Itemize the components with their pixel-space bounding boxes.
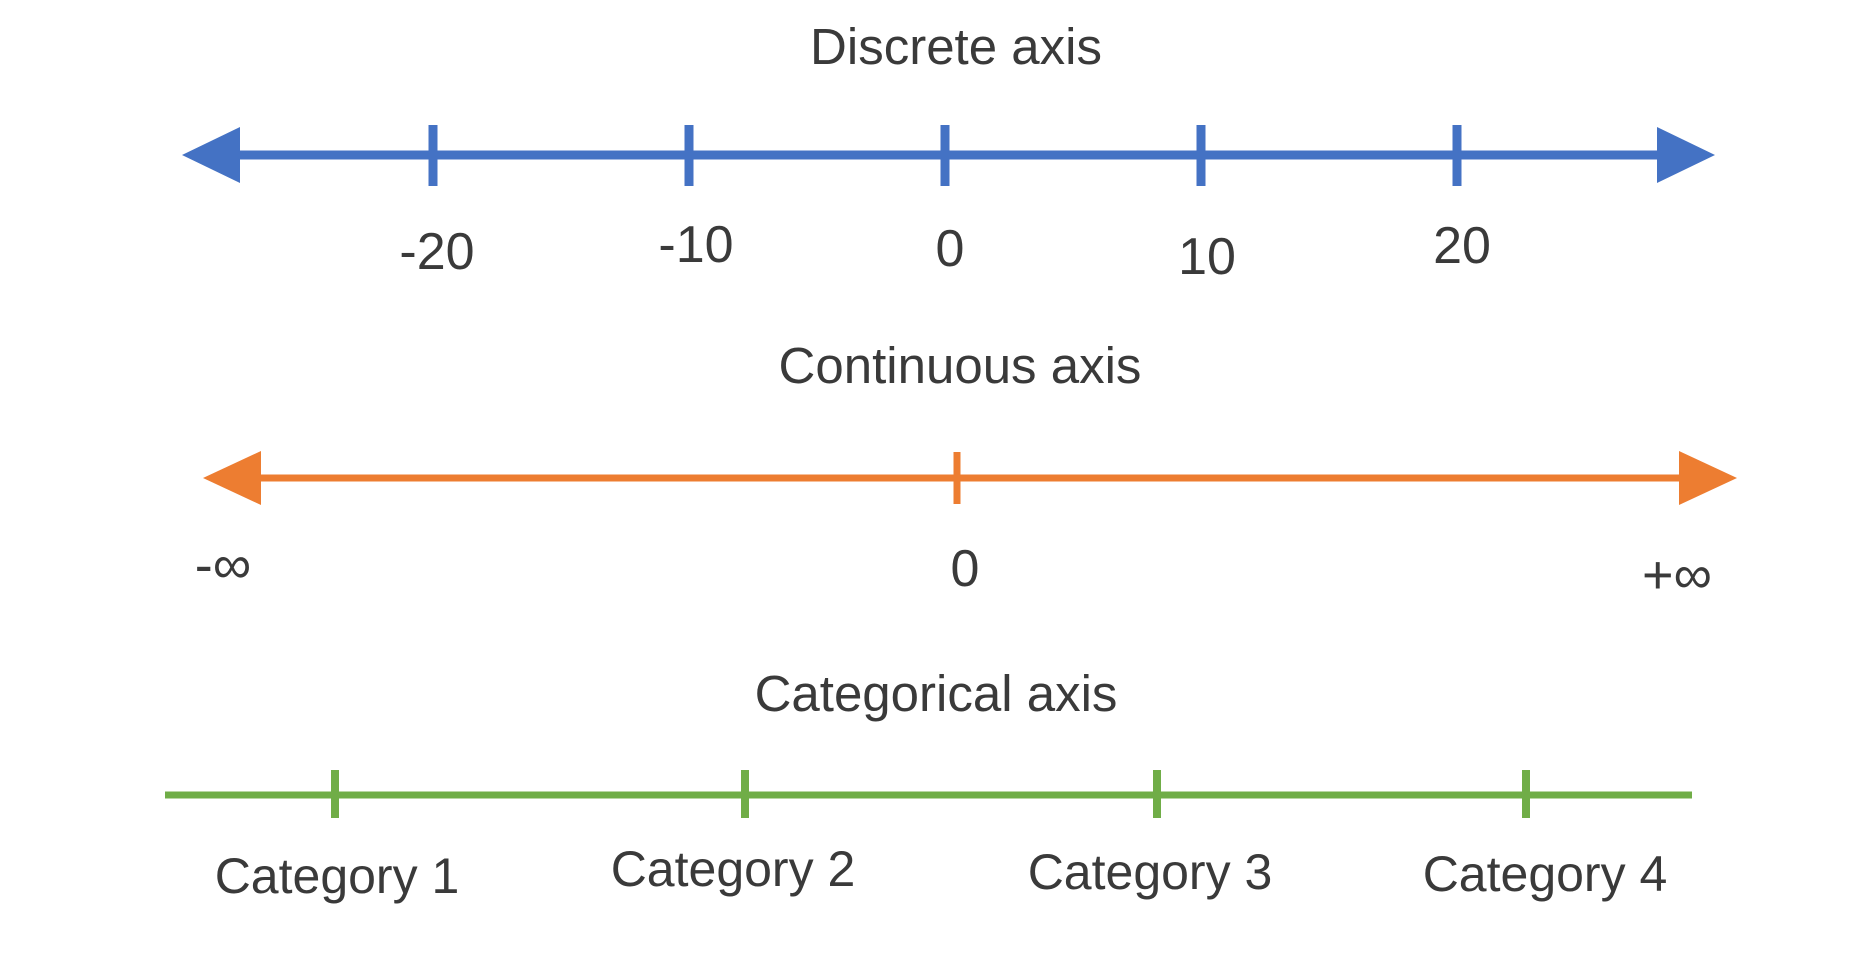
negative-infinity-label: -∞	[194, 535, 252, 595]
discrete-arrowhead-left-icon	[182, 127, 240, 183]
discrete-tick-label: 0	[935, 220, 965, 278]
discrete-axis-title: Discrete axis	[810, 18, 1102, 75]
category-label: Category 4	[1422, 846, 1668, 902]
discrete-axis-line-group	[182, 125, 1715, 186]
discrete-axis-tick-marks	[428, 125, 1462, 186]
continuous-arrowhead-right-icon	[1679, 451, 1737, 505]
continuous-tick-label: 0	[950, 540, 980, 598]
discrete-tick-label: -10	[658, 216, 734, 274]
positive-infinity-label: +∞	[1641, 545, 1713, 605]
categorical-axis-title: Categorical axis	[754, 665, 1118, 722]
category-label: Category 2	[610, 841, 856, 897]
categorical-axis-line-group	[165, 770, 1692, 818]
discrete-tick-label: 20	[1433, 217, 1491, 275]
categorical-axis-tick-marks	[331, 770, 1530, 818]
category-label: Category 3	[1027, 844, 1273, 900]
discrete-tick-label: -20	[399, 223, 475, 281]
continuous-arrowhead-left-icon	[203, 451, 261, 505]
discrete-tick-label: 10	[1178, 228, 1236, 286]
category-label: Category 1	[214, 848, 460, 904]
continuous-axis-line-group	[203, 451, 1737, 505]
discrete-arrowhead-right-icon	[1657, 127, 1715, 183]
continuous-axis-title: Continuous axis	[778, 337, 1142, 394]
